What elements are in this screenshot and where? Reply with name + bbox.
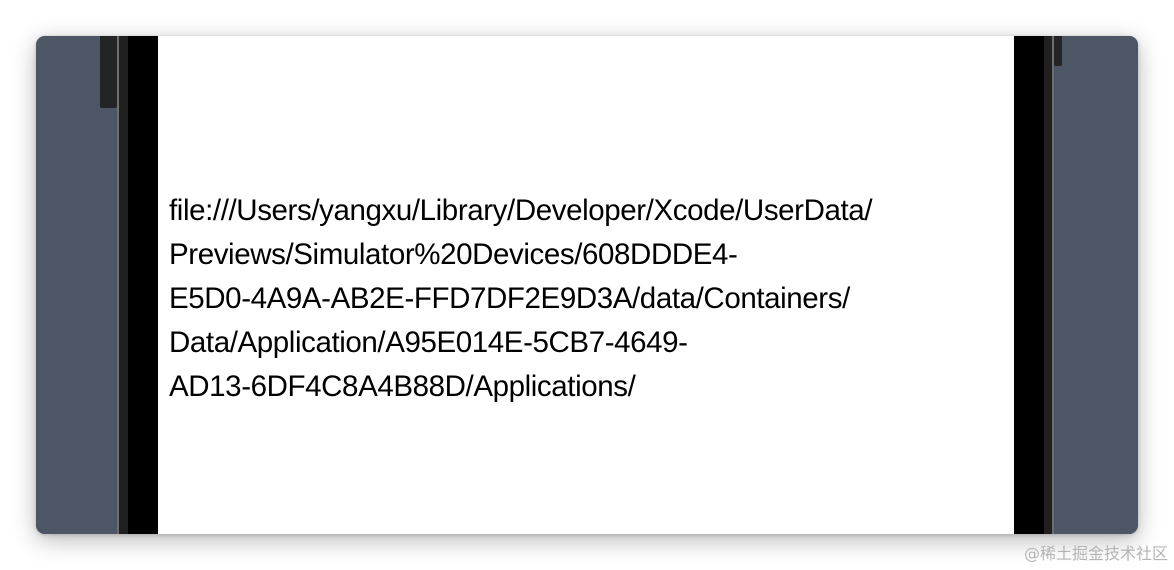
watermark: @稀土掘金技术社区 <box>1023 544 1168 563</box>
simulator-frame-left <box>36 36 118 534</box>
file-path-line: file:///Users/yangxu/Library/Developer/X… <box>169 194 873 227</box>
bezel-right <box>1014 36 1044 534</box>
simulator-frame-right <box>1054 36 1138 534</box>
bezel-left <box>128 36 158 534</box>
hardware-side-button-right[interactable] <box>1054 36 1062 66</box>
bezel-strip-left <box>119 36 128 534</box>
file-path-line: Data/Application/A95E014E-5CB7-4649- <box>169 326 688 359</box>
file-path-line: Previews/Simulator%20Devices/608DDDE4- <box>169 238 738 271</box>
bezel-edge-right <box>1052 36 1054 534</box>
bezel-edge-left <box>117 36 119 534</box>
bezel-strip-right <box>1044 36 1052 534</box>
device-screen: file:///Users/yangxu/Library/Developer/X… <box>158 36 1014 534</box>
file-path-text: file:///Users/yangxu/Library/Developer/X… <box>169 189 1014 409</box>
simulator-window: file:///Users/yangxu/Library/Developer/X… <box>36 36 1138 534</box>
file-path-line: E5D0-4A9A-AB2E-FFD7DF2E9D3A/data/Contain… <box>169 282 850 315</box>
hardware-side-button-left[interactable] <box>100 36 117 108</box>
file-path-line: AD13-6DF4C8A4B88D/Applications/ <box>169 370 636 403</box>
